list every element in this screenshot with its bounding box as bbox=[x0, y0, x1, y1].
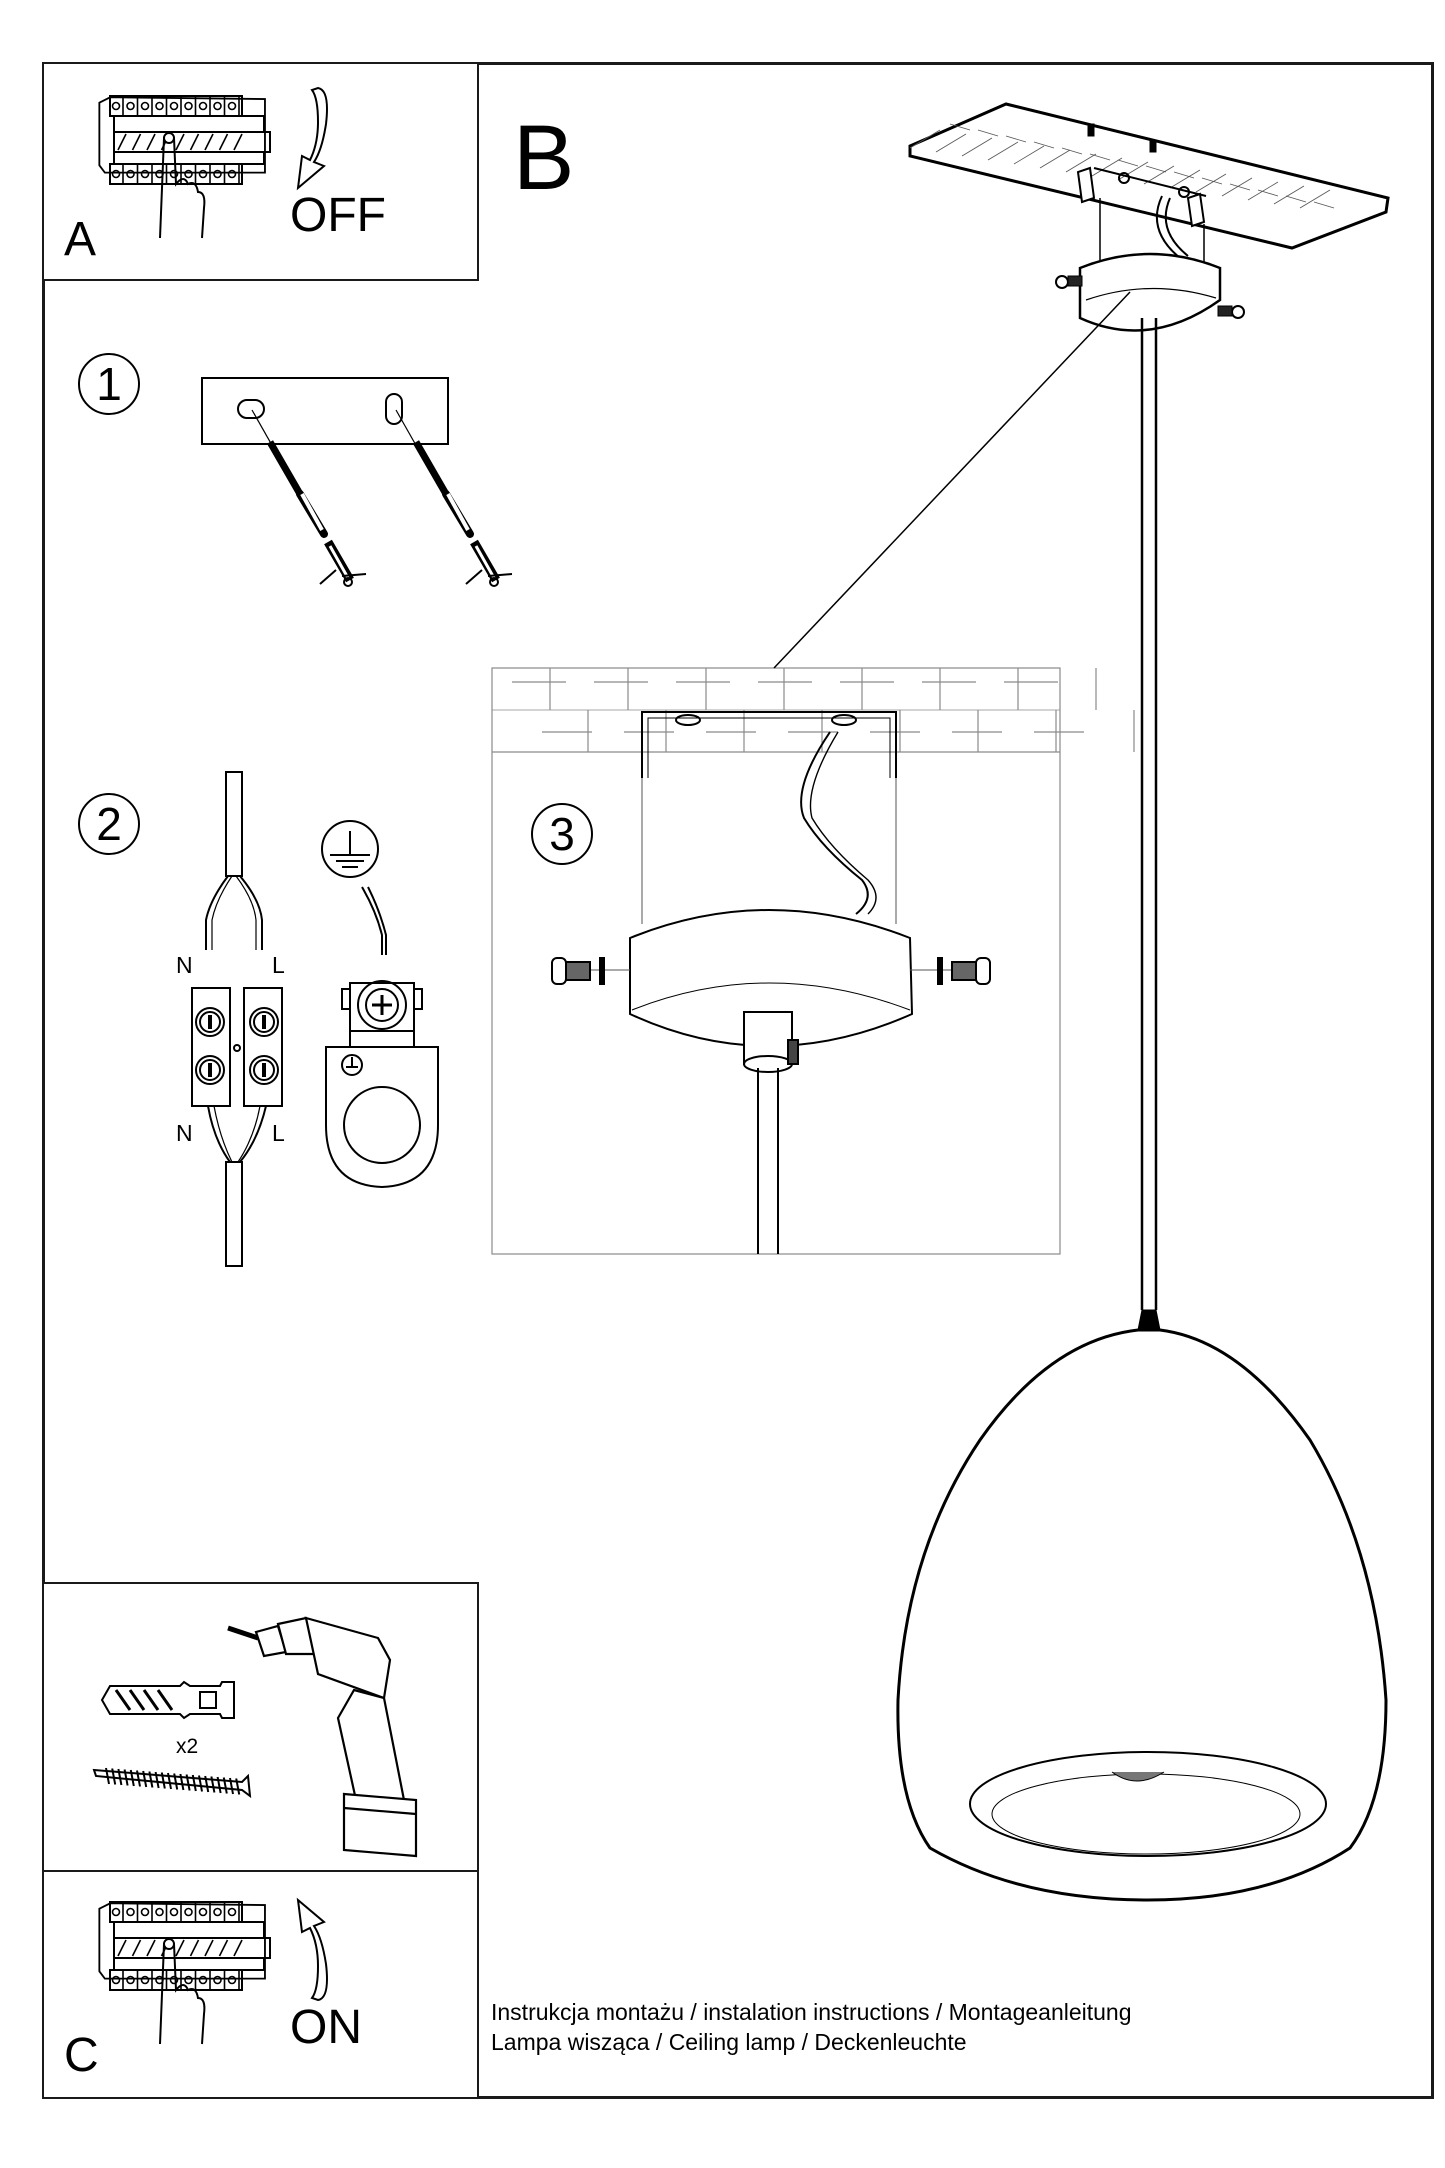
screw-anchor-2 bbox=[412, 440, 513, 587]
earth-symbol-icon bbox=[321, 820, 379, 878]
hand-icon bbox=[159, 1938, 206, 2045]
step-1-badge: 1 bbox=[78, 353, 140, 415]
neutral-label-bottom: N bbox=[176, 1120, 193, 1146]
breaker-panel-icon bbox=[98, 95, 271, 239]
drill-icon bbox=[227, 1616, 418, 1858]
hand-icon bbox=[159, 132, 206, 239]
panel-a-letter: A bbox=[64, 213, 97, 266]
step-3-detail-box bbox=[491, 667, 1135, 1255]
live-label-top: L bbox=[272, 952, 285, 978]
terminal-block-diagram bbox=[191, 771, 283, 1267]
panel-a-power-off: A OFF bbox=[42, 62, 479, 281]
wall-plug-icon bbox=[100, 1680, 235, 1720]
panel-c-power-on: C ON bbox=[42, 1870, 479, 2099]
screw-icon bbox=[92, 1767, 252, 1799]
arrow-up-icon bbox=[296, 1897, 328, 2002]
product-type: Lampa wisząca / Ceiling lamp / Deckenleu… bbox=[491, 2029, 967, 2055]
mounting-bracket-drill-holes bbox=[201, 377, 513, 587]
panel-c-letter: C bbox=[64, 2029, 99, 2082]
ceiling-plate bbox=[908, 102, 1390, 250]
live-label-bottom: L bbox=[272, 1120, 285, 1146]
panel-tools-required: x2 bbox=[42, 1582, 479, 1872]
breaker-panel-icon bbox=[98, 1901, 271, 2045]
lamp-shade bbox=[896, 1328, 1388, 1902]
lamp-socket-cap bbox=[1137, 1309, 1161, 1331]
instructions-title: Instrukcja montażu / instalation instruc… bbox=[491, 1999, 1132, 2025]
step-2-badge: 2 bbox=[78, 793, 140, 855]
screw-anchor-1 bbox=[266, 440, 367, 587]
arrow-down-icon bbox=[296, 86, 328, 191]
step-3-badge: 3 bbox=[531, 803, 593, 865]
switch-on-label: ON bbox=[290, 2001, 362, 2054]
pendant-lamp-illustration bbox=[773, 102, 1390, 1902]
section-b-letter: B bbox=[513, 107, 575, 209]
quantity-label: x2 bbox=[176, 1735, 199, 1758]
ground-terminal-diagram bbox=[321, 820, 439, 1189]
page-frame bbox=[42, 62, 1434, 2099]
switch-off-label: OFF bbox=[290, 189, 386, 242]
neutral-label-top: N bbox=[176, 952, 193, 978]
